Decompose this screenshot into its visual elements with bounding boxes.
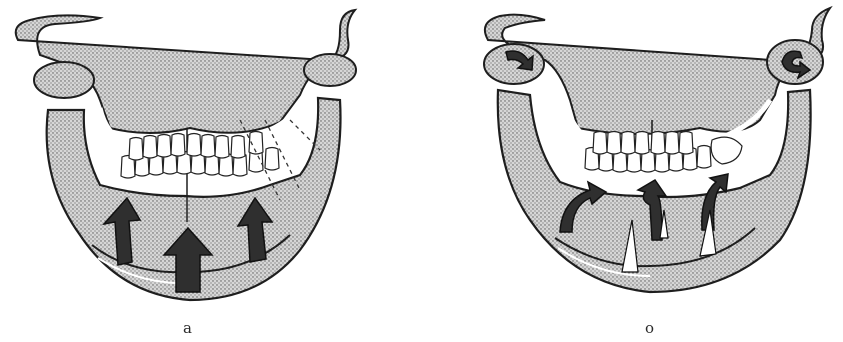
panel-a <box>16 10 356 300</box>
right-condyle <box>304 54 356 86</box>
right-condyle-o <box>767 40 823 84</box>
left-condyle <box>34 62 94 98</box>
panel-label-a: a <box>183 319 192 337</box>
left-condyle-o <box>484 44 544 84</box>
teeth-row-o <box>585 132 742 173</box>
panel-o <box>484 8 830 292</box>
panel-label-o: o <box>645 319 654 337</box>
teeth-row-a <box>121 132 279 179</box>
